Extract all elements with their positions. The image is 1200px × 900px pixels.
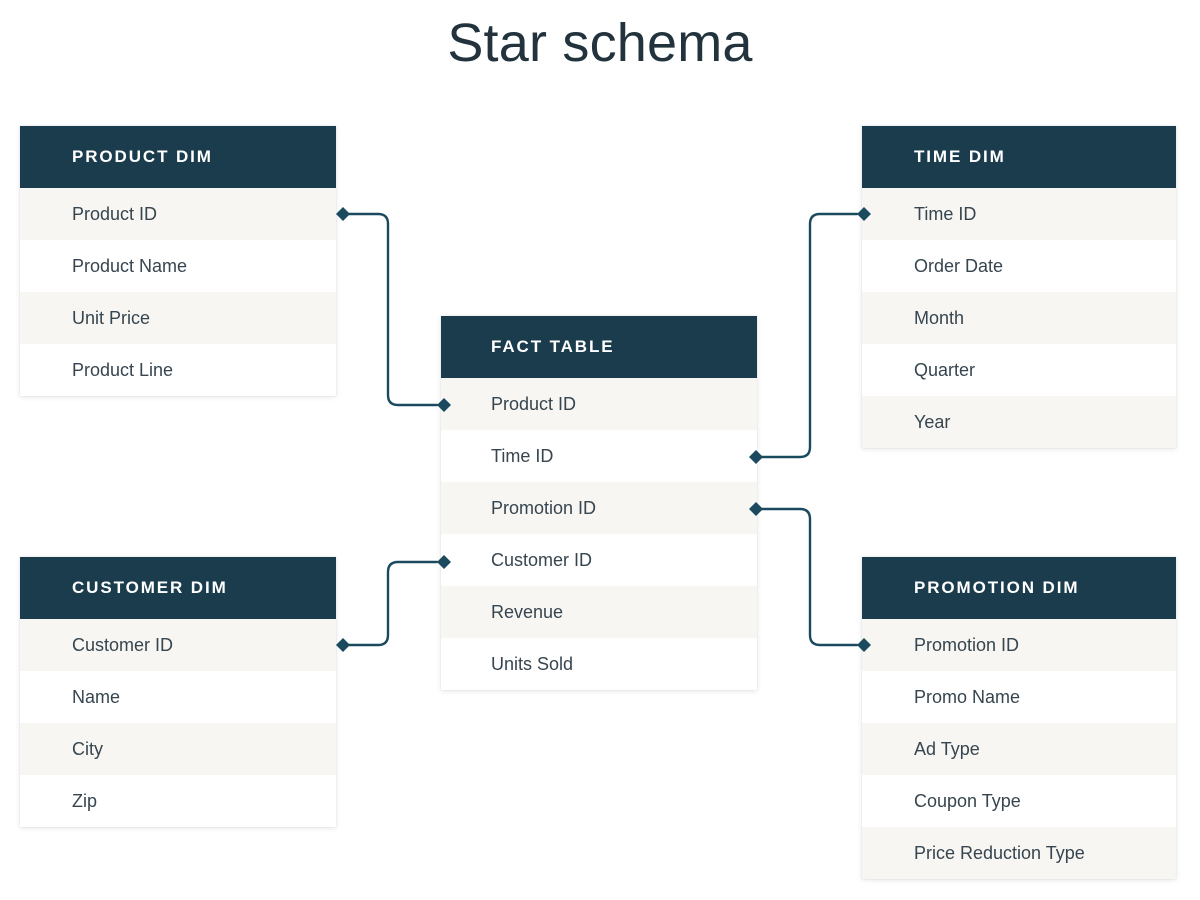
field-fact-promotion-id[interactable]: Promotion ID xyxy=(441,482,757,534)
field-fact-revenue[interactable]: Revenue xyxy=(441,586,757,638)
connector-customer-to-fact xyxy=(336,555,451,652)
field-fact-customer-id[interactable]: Customer ID xyxy=(441,534,757,586)
entity-header-fact-table: FACT TABLE xyxy=(441,316,757,378)
field-order-date[interactable]: Order Date xyxy=(862,240,1176,292)
field-time-id[interactable]: Time ID xyxy=(862,188,1176,240)
field-promotion-id[interactable]: Promotion ID xyxy=(862,619,1176,671)
field-fact-time-id[interactable]: Time ID xyxy=(441,430,757,482)
field-price-reduction-type[interactable]: Price Reduction Type xyxy=(862,827,1176,879)
connector-product-to-fact xyxy=(336,207,451,412)
field-ad-type[interactable]: Ad Type xyxy=(862,723,1176,775)
page-title: Star schema xyxy=(447,13,753,73)
entity-rows-promotion-dim: Promotion ID Promo Name Ad Type Coupon T… xyxy=(862,619,1176,879)
field-fact-units-sold[interactable]: Units Sold xyxy=(441,638,757,690)
field-product-id[interactable]: Product ID xyxy=(20,188,336,240)
field-promo-name[interactable]: Promo Name xyxy=(862,671,1176,723)
field-customer-name[interactable]: Name xyxy=(20,671,336,723)
entity-rows-customer-dim: Customer ID Name City Zip xyxy=(20,619,336,827)
field-fact-product-id[interactable]: Product ID xyxy=(441,378,757,430)
entity-product-dim[interactable]: PRODUCT DIM Product ID Product Name Unit… xyxy=(20,126,336,396)
connector-diamond-product-dim xyxy=(336,207,350,221)
entity-rows-time-dim: Time ID Order Date Month Quarter Year xyxy=(862,188,1176,448)
entity-header-customer-dim: CUSTOMER DIM xyxy=(20,557,336,619)
field-coupon-type[interactable]: Coupon Type xyxy=(862,775,1176,827)
field-customer-id[interactable]: Customer ID xyxy=(20,619,336,671)
entity-customer-dim[interactable]: CUSTOMER DIM Customer ID Name City Zip xyxy=(20,557,336,827)
field-customer-zip[interactable]: Zip xyxy=(20,775,336,827)
entity-time-dim[interactable]: TIME DIM Time ID Order Date Month Quarte… xyxy=(862,126,1176,448)
entity-rows-product-dim: Product ID Product Name Unit Price Produ… xyxy=(20,188,336,396)
connector-diamond-customer-dim xyxy=(336,638,350,652)
entity-promotion-dim[interactable]: PROMOTION DIM Promotion ID Promo Name Ad… xyxy=(862,557,1176,879)
field-product-name[interactable]: Product Name xyxy=(20,240,336,292)
entity-rows-fact-table: Product ID Time ID Promotion ID Customer… xyxy=(441,378,757,690)
field-quarter[interactable]: Quarter xyxy=(862,344,1176,396)
entity-header-product-dim: PRODUCT DIM xyxy=(20,126,336,188)
field-unit-price[interactable]: Unit Price xyxy=(20,292,336,344)
entity-header-time-dim: TIME DIM xyxy=(862,126,1176,188)
entity-header-promotion-dim: PROMOTION DIM xyxy=(862,557,1176,619)
connector-fact-to-time xyxy=(749,207,871,464)
field-customer-city[interactable]: City xyxy=(20,723,336,775)
entity-fact-table[interactable]: FACT TABLE Product ID Time ID Promotion … xyxy=(441,316,757,690)
field-year[interactable]: Year xyxy=(862,396,1176,448)
field-product-line[interactable]: Product Line xyxy=(20,344,336,396)
connector-fact-to-promotion xyxy=(749,502,871,652)
field-month[interactable]: Month xyxy=(862,292,1176,344)
